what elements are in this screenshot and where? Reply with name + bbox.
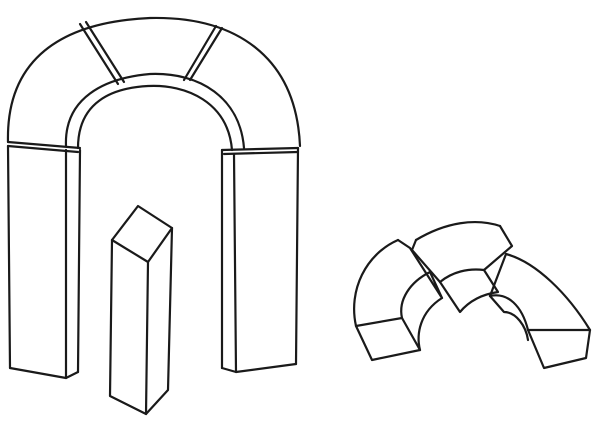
right-pier-outer (296, 148, 298, 364)
arch-outer-curve (8, 18, 300, 146)
segment-middle-outer (416, 222, 500, 240)
right-pier-top-double (224, 152, 298, 154)
voussoir-joint-left (80, 24, 118, 84)
arch-segment-left (354, 240, 442, 360)
disassembled-arch-segments (354, 222, 590, 368)
arch-segment-middle (412, 222, 512, 312)
left-pier-bottom (10, 368, 78, 378)
voussoir-joint-right-double (184, 26, 216, 80)
right-pier-top (222, 148, 298, 150)
segment-middle-right-end (484, 226, 512, 270)
segment-left-inner-edge (419, 298, 442, 350)
column-left-face (110, 240, 148, 414)
left-pier-inner (78, 150, 80, 372)
left-pier-outer (8, 146, 10, 368)
column-top-face (112, 206, 172, 262)
voussoir-joint-left-double (86, 22, 124, 82)
assembled-arch (8, 18, 300, 378)
right-pier-inner-front (234, 154, 236, 372)
right-pier-bottom (222, 364, 296, 372)
arch-inner-curve (78, 86, 232, 150)
standalone-column (110, 206, 172, 414)
voussoir-joint-right (190, 28, 222, 80)
segment-left-outer (354, 240, 398, 326)
segment-left-top-joint (398, 240, 442, 298)
segment-left-end-face (356, 318, 420, 360)
column-right-face (146, 228, 172, 414)
segment-right-end-face (528, 330, 590, 368)
arch-segment-right (490, 254, 590, 368)
segment-middle-inner (440, 270, 484, 283)
segment-right-top-end (490, 254, 506, 296)
segment-middle-left-end (412, 240, 440, 282)
segment-right-underside (490, 296, 528, 340)
segment-left-inner (401, 272, 430, 318)
